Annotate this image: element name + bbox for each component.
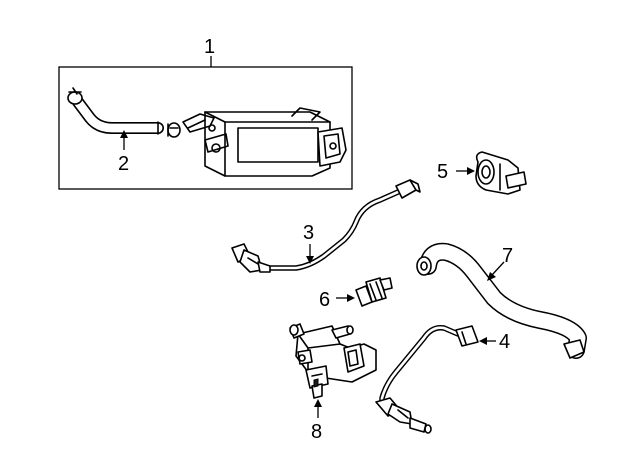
vacuum-valve-part-8	[289, 323, 377, 399]
oxygen-sensor-part-3	[231, 179, 421, 273]
callout-3: 3	[303, 222, 314, 244]
callout-5: 5	[437, 161, 448, 183]
knock-sensor-part-5	[475, 151, 527, 195]
callout-7-leader	[491, 261, 505, 276]
hose-part-7	[416, 242, 587, 359]
callout-5-arrow	[467, 167, 475, 175]
vent-hose-part-2	[67, 87, 181, 138]
assembly-group-box	[58, 66, 353, 190]
callout-2-arrow	[120, 130, 128, 138]
hose-clamp-side	[167, 122, 181, 138]
callout-2: 2	[118, 153, 129, 175]
callout-4-arrow	[479, 337, 487, 345]
callout-1: 1	[204, 36, 215, 58]
charcoal-canister	[182, 107, 347, 177]
oxygen-sensor-part-4	[375, 324, 479, 434]
hose-clamp-top	[67, 91, 83, 105]
callout-4: 4	[499, 331, 510, 353]
callout-6: 6	[319, 289, 330, 311]
callout-8: 8	[311, 421, 322, 443]
callout-8-arrow	[314, 399, 322, 407]
sensor-part-6	[355, 277, 393, 307]
callout-3-arrow	[306, 256, 314, 264]
callout-6-arrow	[347, 294, 355, 302]
callout-7-arrow	[487, 272, 496, 281]
callout-7: 7	[502, 245, 513, 267]
